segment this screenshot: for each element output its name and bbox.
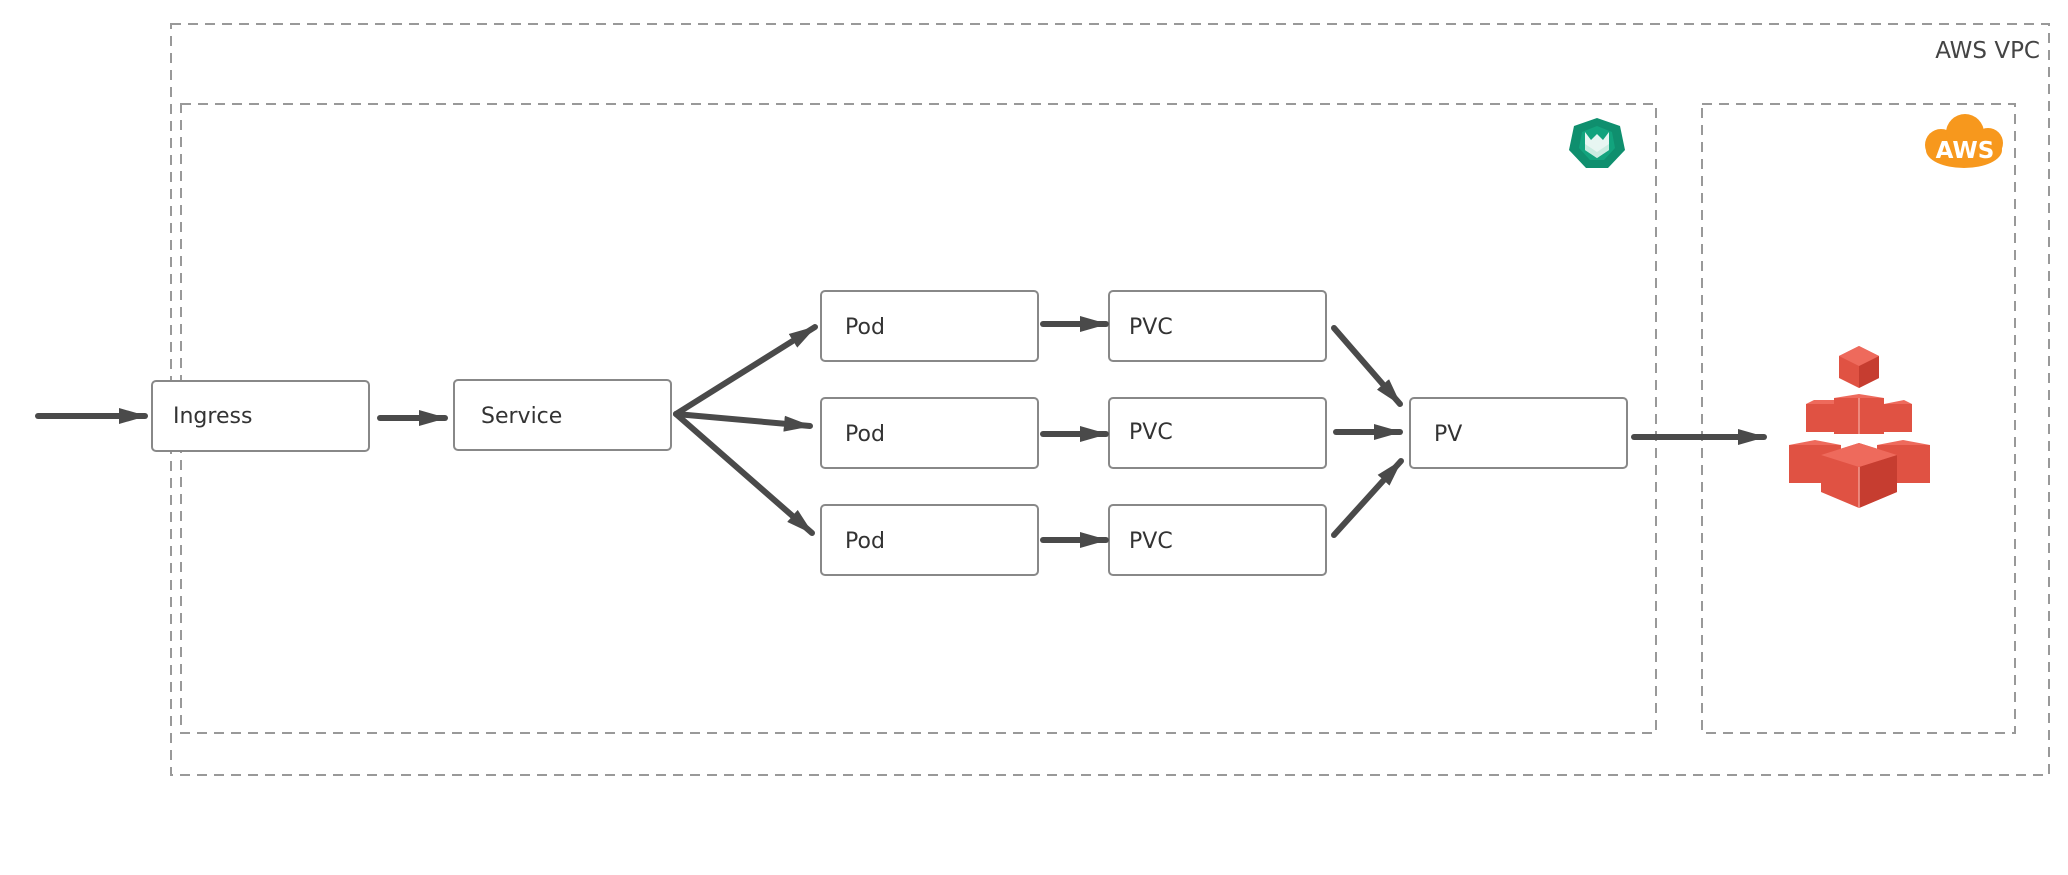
ingress-label: Ingress xyxy=(173,404,252,429)
pod-label-3: Pod xyxy=(845,529,885,554)
rancher-longhorn-icon xyxy=(1569,118,1625,168)
pvc-node-2: PVC xyxy=(1108,397,1327,469)
pvc-label-1: PVC xyxy=(1129,315,1173,340)
pod-node-2: Pod xyxy=(820,397,1039,469)
pvc-label-3: PVC xyxy=(1129,529,1173,554)
arrow-pvc-1-to-pv xyxy=(1331,325,1403,407)
pvc-label-2: PVC xyxy=(1129,420,1173,445)
connector-arrows xyxy=(35,316,1767,548)
pod-node-3: Pod xyxy=(820,504,1039,576)
pvc-node-3: PVC xyxy=(1108,504,1327,576)
aws-vpc-label: AWS VPC xyxy=(1935,38,2040,64)
arrow-service-to-pod-2 xyxy=(673,411,813,432)
pv-label: PV xyxy=(1434,422,1462,447)
arrow-service-to-pod-3 xyxy=(673,411,815,536)
pod-node-1: Pod xyxy=(820,290,1039,362)
service-node: Service xyxy=(453,379,672,451)
aws-cloud-icon: AWS xyxy=(1925,114,2003,168)
amazon-ebs-icon xyxy=(1789,346,1930,508)
arrow-service-to-pod-1 xyxy=(673,324,818,417)
pv-node: PV xyxy=(1409,397,1628,469)
arrow-pvc-3-to-pv xyxy=(1331,458,1404,538)
aws-region xyxy=(1701,103,2016,734)
pod-label-2: Pod xyxy=(845,422,885,447)
ingress-node: Ingress xyxy=(151,380,370,452)
pod-label-1: Pod xyxy=(845,315,885,340)
pvc-node-1: PVC xyxy=(1108,290,1327,362)
aws-logo-text: AWS xyxy=(1936,138,1995,164)
service-label: Service xyxy=(481,404,562,429)
